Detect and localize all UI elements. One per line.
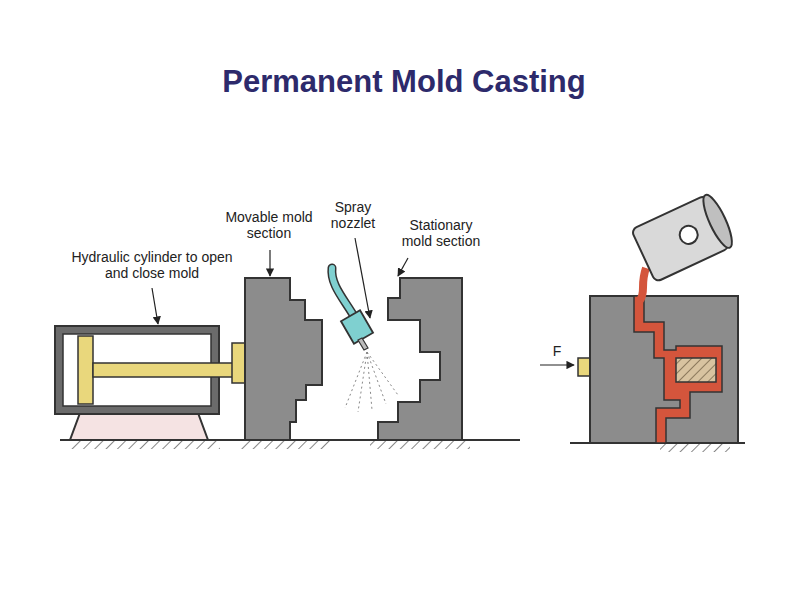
stationary-mold (378, 278, 462, 440)
callout-label: Hydraulic cylinder to open and close mol… (62, 250, 242, 281)
closed-mold (578, 192, 738, 443)
callout-label: Spray nozzlet (322, 200, 384, 231)
title: Permanent Mold Casting (4, 64, 800, 100)
callout-label: Stationary mold section (398, 218, 484, 249)
force-label: F (550, 344, 564, 360)
hydraulic-cylinder (55, 326, 246, 440)
movable-mold (245, 278, 322, 440)
callout-label: Movable mold section (222, 210, 316, 241)
